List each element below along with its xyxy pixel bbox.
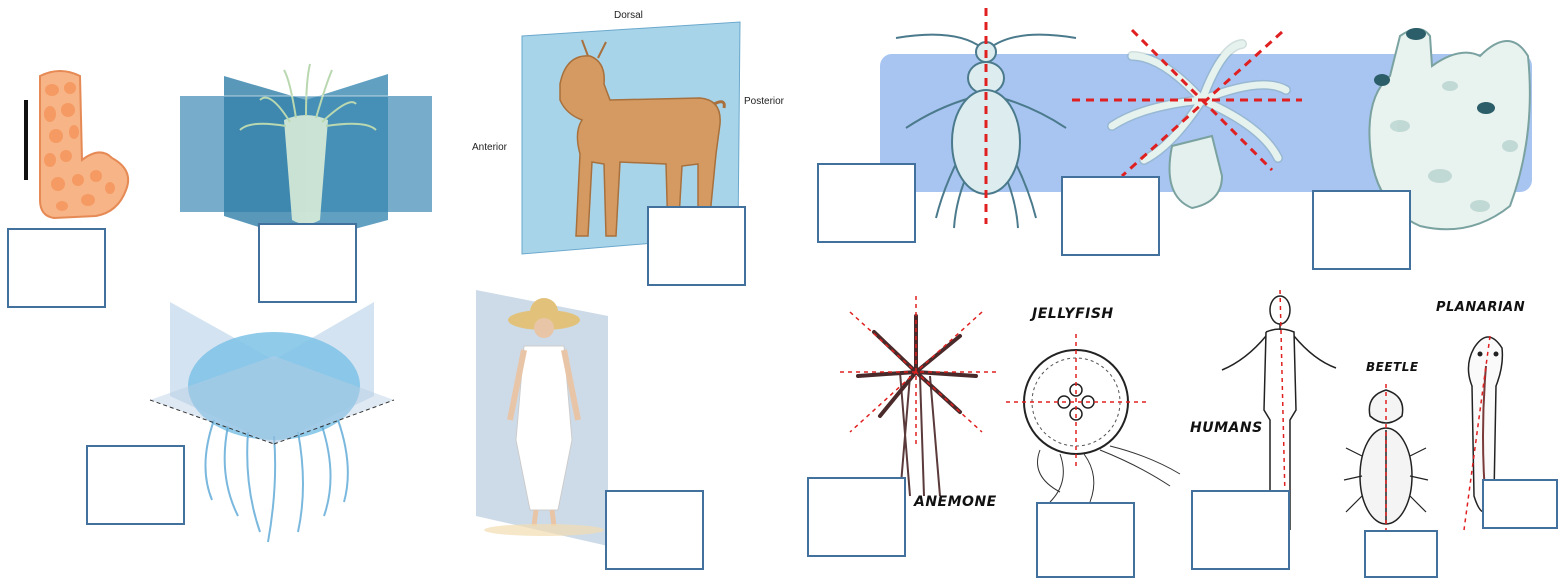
answer-box-sponge-photo[interactable] xyxy=(1312,190,1411,270)
answer-box-woman[interactable] xyxy=(605,490,704,570)
answer-box-beetle-photo[interactable] xyxy=(817,163,916,243)
goat-illustration: Dorsal Posterior Anterior xyxy=(470,4,810,264)
answer-box-sea-anemone-planes[interactable] xyxy=(258,223,357,303)
answer-box-human-sketch[interactable] xyxy=(1191,490,1290,570)
beetle-sketch-drawing xyxy=(1330,356,1440,536)
sponge-illustration xyxy=(0,60,140,230)
answer-box-planarian-sketch[interactable] xyxy=(1482,479,1558,529)
answer-box-anemone-photo[interactable] xyxy=(1061,176,1160,256)
goat-drawing xyxy=(470,4,810,264)
sea-anemone-planes-illustration xyxy=(180,60,432,250)
anemone-label: ANEMONE xyxy=(914,494,997,510)
answer-box-beetle-sketch[interactable] xyxy=(1364,530,1438,578)
answer-box-anemone-sketch[interactable] xyxy=(807,477,906,557)
jellyfish-sketch-illustration: JELLYFISH xyxy=(1000,306,1190,506)
answer-box-jellyfish-sketch[interactable] xyxy=(1036,502,1135,578)
beetle-photo-drawing xyxy=(886,8,1086,228)
sea-anemone-planes-drawing xyxy=(180,60,432,250)
beetle-sketch-illustration: BEETLE xyxy=(1330,356,1440,536)
jellyfish-planes-illustration xyxy=(148,296,398,552)
answer-box-goat[interactable] xyxy=(647,206,746,286)
sponge-drawing xyxy=(0,60,140,230)
answer-box-jellyfish-planes[interactable] xyxy=(86,445,185,525)
jellyfish-planes-drawing xyxy=(148,296,398,552)
beetle-photo-illustration xyxy=(886,8,1086,228)
jellyfish-sketch-drawing xyxy=(1000,306,1190,506)
answer-box-sponge[interactable] xyxy=(7,228,106,308)
